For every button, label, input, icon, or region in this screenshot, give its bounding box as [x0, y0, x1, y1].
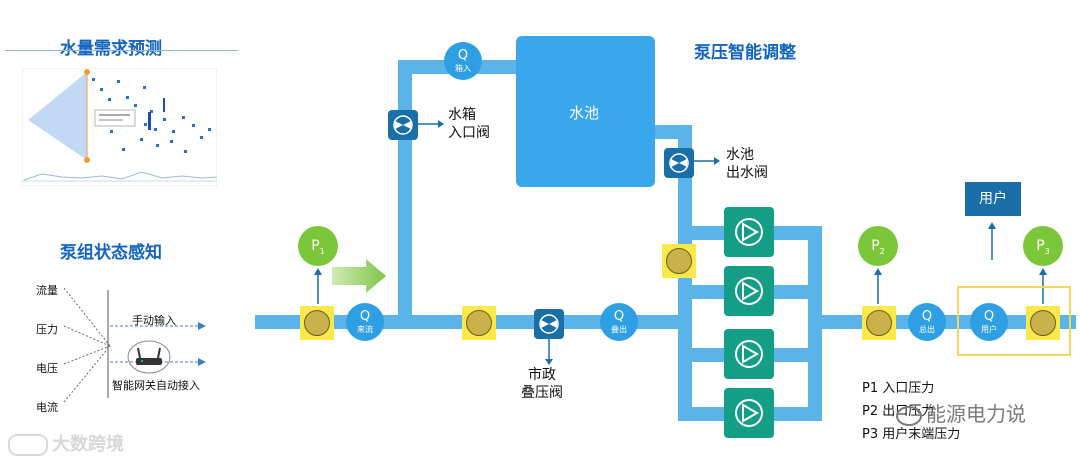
- legend-p1: P1 入口压力: [862, 381, 935, 396]
- user-box: 用户: [965, 182, 1021, 216]
- tank-outlet-valve-label-1: 水池: [726, 147, 754, 163]
- pressure-gauge-user: [1026, 306, 1060, 340]
- p1-pointer: [314, 268, 322, 304]
- pump-status-title: 泵组状态感知: [60, 243, 162, 263]
- water-tank: [516, 36, 655, 187]
- tank-outlet-valve: [664, 148, 694, 178]
- pump-icon: [735, 399, 763, 427]
- manual-input-label: 手动输入: [132, 314, 176, 327]
- pressure-gauge-outlet: [862, 306, 896, 340]
- input-flow-label: 流量: [36, 284, 58, 297]
- pump-icon: [735, 277, 763, 305]
- water-demand-title: 水量需求预测: [60, 39, 162, 59]
- valve-icon: [539, 314, 559, 334]
- gateway-auto-label: 智能网关自动接入: [112, 379, 200, 392]
- pump-3: [724, 329, 774, 379]
- pressure-node-p1: P1: [298, 226, 338, 266]
- title-divider: [5, 50, 238, 51]
- input-current-label: 电流: [36, 401, 58, 414]
- pump-4: [724, 388, 774, 438]
- inlet-valve-pointer: [418, 120, 444, 128]
- municipal-valve-label-2: 叠压阀: [521, 385, 563, 401]
- riser-pipe: [398, 60, 412, 322]
- municipal-valve-pointer: [545, 339, 553, 365]
- valve-icon: [393, 115, 413, 135]
- outlet-valve-pointer: [694, 157, 720, 165]
- pressure-gauge-inlet: [300, 306, 334, 340]
- valve-icon: [669, 153, 689, 173]
- pump-icon: [735, 340, 763, 368]
- watermark-right: 能源电力说: [896, 398, 1026, 427]
- pressure-adjust-title: 泵压智能调整: [694, 43, 796, 63]
- pump-2: [724, 266, 774, 316]
- tank-inlet-valve-label-2: 入口阀: [448, 125, 490, 141]
- status-collector-lines: [63, 287, 206, 403]
- tank-inlet-valve: [388, 110, 418, 140]
- pressure-gauge-manifold: [662, 244, 696, 278]
- user-pointer: [988, 222, 996, 260]
- tank-inlet-valve-label-1: 水箱: [448, 107, 476, 123]
- p3-pointer: [1039, 268, 1047, 304]
- watermark-wechat-icon: [896, 405, 922, 426]
- flow-direction-arrow: [332, 259, 386, 293]
- legend-p3: P3 用户末端压力: [862, 427, 961, 442]
- pressure-node-p2: P2: [858, 226, 898, 266]
- tank-outlet-valve-label-2: 出水阀: [726, 165, 768, 181]
- router-icon: [127, 340, 171, 374]
- pressure-gauge-municipal: [462, 306, 496, 340]
- forecast-cone: [28, 72, 87, 160]
- user-zone-highlight: [957, 286, 1071, 356]
- water-tank-label: 水池: [569, 104, 600, 122]
- municipal-valve: [534, 309, 564, 339]
- input-voltage-label: 电压: [36, 362, 58, 375]
- demand-forecast-chart: [22, 68, 217, 186]
- input-pressure-label: 压力: [36, 323, 58, 336]
- p2-pointer: [874, 268, 882, 304]
- municipal-valve-label-1: 市政: [528, 367, 556, 383]
- watermark-logo-icon: [8, 434, 48, 456]
- pump-1: [724, 207, 774, 257]
- pump-icon: [735, 218, 763, 246]
- watermark-left: 大数跨境: [8, 430, 124, 456]
- pressure-node-p3: P3: [1023, 226, 1063, 266]
